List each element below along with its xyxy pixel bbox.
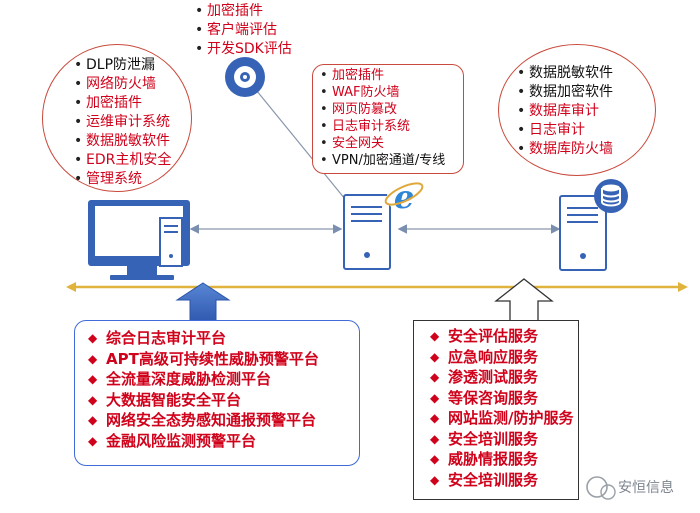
- list-item: 开发SDK评估: [193, 40, 313, 59]
- web-list: 加密插件 WAF防火墙 网页防篡改 日志审计系统 安全网关 VPN/加密通道/专…: [318, 67, 464, 169]
- list-item: 综合日志审计平台: [86, 328, 358, 349]
- list-item: 加密插件: [193, 2, 313, 21]
- list-item: WAF防火墙: [318, 84, 464, 101]
- list-item: VPN/加密通道/专线: [318, 152, 464, 169]
- list-item: 数据库审计: [515, 102, 651, 121]
- list-item: 等保咨询服务: [428, 388, 578, 409]
- list-item: 安全培训服务: [428, 429, 578, 450]
- database-list: 数据脱敏软件 数据加密软件 数据库审计 日志审计 数据库防火墙: [515, 64, 651, 159]
- list-item: 数据加密软件: [515, 83, 651, 102]
- list-item: 安全培训服务: [428, 470, 578, 491]
- web-server-icon: [343, 194, 391, 270]
- list-item: 加密插件: [72, 94, 192, 113]
- platform-list: 综合日志审计平台 APT高级可持续性威胁预警平台 全流量深度威胁检测平台 大数据…: [86, 328, 358, 451]
- list-item: 日志审计: [515, 121, 651, 140]
- list-item: 渗透测试服务: [428, 367, 578, 388]
- disc-icon: [225, 57, 265, 97]
- list-item: 网络安全态势感知通报预警平台: [86, 410, 358, 431]
- list-item: 数据脱敏软件: [515, 64, 651, 83]
- list-item: 日志审计系统: [318, 118, 464, 135]
- top-list: 加密插件 客户端评估 开发SDK评估: [193, 2, 313, 59]
- watermark-logo-icon: [586, 476, 616, 500]
- list-item: 全流量深度威胁检测平台: [86, 369, 358, 390]
- endpoint-list: DLP防泄漏 网络防火墙 加密插件 运维审计系统 数据脱敏软件 EDR主机安全 …: [72, 56, 192, 189]
- service-list: 安全评估服务 应急响应服务 渗透测试服务 等保咨询服务 网站监测/防护服务 安全…: [428, 326, 578, 490]
- list-item-continuation: 管理系统: [72, 170, 192, 189]
- list-item: 大数据智能安全平台: [86, 390, 358, 411]
- list-item: 金融风险监测预警平台: [86, 431, 358, 452]
- list-item: 安全网关: [318, 135, 464, 152]
- list-item: 网站监测/防护服务: [428, 408, 578, 429]
- list-item: 网络防火墙: [72, 75, 192, 94]
- list-item: 运维审计系统: [72, 113, 192, 132]
- browser-e-icon: e: [384, 178, 424, 216]
- list-item: DLP防泄漏: [72, 56, 192, 75]
- list-item: 数据库防火墙: [515, 140, 651, 159]
- database-server-icon: [559, 195, 607, 271]
- list-item: EDR主机安全: [72, 151, 192, 170]
- svg-text:e: e: [394, 178, 414, 216]
- watermark-text: 安恒信息: [618, 480, 674, 496]
- network-links: [189, 83, 561, 234]
- desktop-pc-icon: [88, 200, 190, 280]
- list-item: 客户端评估: [193, 21, 313, 40]
- list-item: 威胁情报服务: [428, 449, 578, 470]
- list-item: APT高级可持续性威胁预警平台: [86, 349, 358, 370]
- list-item: 安全评估服务: [428, 326, 578, 347]
- platform-up-arrow: [175, 282, 231, 322]
- list-item: 网页防篡改: [318, 101, 464, 118]
- service-up-arrow: [494, 278, 554, 322]
- axis-line: [66, 282, 688, 292]
- list-item: 加密插件: [318, 67, 464, 84]
- list-item: 数据脱敏软件: [72, 132, 192, 151]
- database-icon: [594, 179, 628, 213]
- list-item: 应急响应服务: [428, 347, 578, 368]
